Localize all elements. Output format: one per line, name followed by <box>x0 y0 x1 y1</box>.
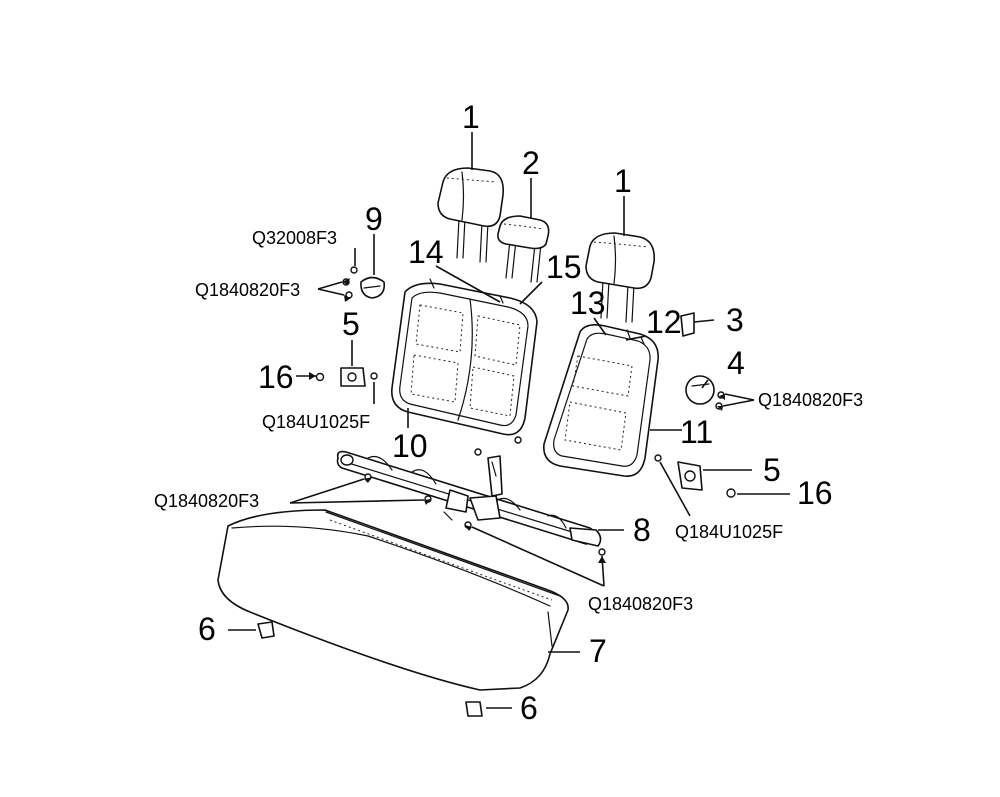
label-cushion: 7 <box>589 633 607 669</box>
label-part-3: 3 <box>726 302 744 338</box>
cover-9[interactable] <box>360 276 386 299</box>
part-3[interactable] <box>680 312 695 337</box>
bolt-u-left[interactable] <box>370 372 378 380</box>
label-part-15: 15 <box>546 249 582 285</box>
label-part-4: 4 <box>727 345 745 381</box>
label-bracket-right: 5 <box>763 452 781 488</box>
code-bolt-frame-bottom: Q1840820F3 <box>588 594 693 614</box>
screw-top[interactable] <box>350 266 358 274</box>
label-bracket-left: 5 <box>342 306 360 342</box>
label-headrest-center: 2 <box>522 145 540 181</box>
clip-left[interactable] <box>257 621 275 639</box>
label-part-12: 12 <box>646 304 682 340</box>
label-clip-left: 6 <box>198 611 216 647</box>
bracket-left[interactable] <box>340 367 366 387</box>
backrest-left[interactable] <box>391 278 538 436</box>
backrest-right[interactable] <box>543 324 659 477</box>
seat-frame-bar[interactable] <box>336 450 602 547</box>
nut-left[interactable] <box>315 372 325 382</box>
leader-arrowheads <box>309 278 725 563</box>
code-bolt-left-top: Q1840820F3 <box>195 280 300 300</box>
code-bolt-u-right: Q184U1025F <box>675 522 783 542</box>
code-bolt-right: Q1840820F3 <box>758 390 863 410</box>
leader-lines <box>228 132 790 709</box>
code-bolt-frame-left: Q1840820F3 <box>154 491 259 511</box>
label-nut-right: 16 <box>797 475 833 511</box>
headrest-right[interactable] <box>585 232 656 323</box>
bolt-u-right[interactable] <box>654 454 662 462</box>
label-backrest-right: 11 <box>680 414 713 450</box>
part-4[interactable] <box>685 375 715 405</box>
clip-bottom[interactable] <box>465 701 483 717</box>
label-part-13: 13 <box>570 285 606 321</box>
code-screw-top: Q32008F3 <box>252 228 337 248</box>
label-headrest-right: 1 <box>614 163 632 199</box>
label-part-14: 14 <box>408 234 444 270</box>
label-nut-left: 16 <box>258 359 294 395</box>
part-number-labels: 1 2 1 3 4 5 5 6 6 7 8 9 10 11 12 13 14 1… <box>198 99 833 726</box>
label-cover-9: 9 <box>365 201 383 237</box>
label-backrest-left: 10 <box>392 428 428 464</box>
label-headrest-left: 1 <box>462 99 480 135</box>
seat-cushion[interactable] <box>217 509 569 691</box>
nut-right[interactable] <box>726 488 736 498</box>
label-frame: 8 <box>633 512 651 548</box>
headrest-center[interactable] <box>497 215 550 283</box>
headrest-left[interactable] <box>437 167 505 263</box>
part-code-labels: Q32008F3 Q1840820F3 Q1840820F3 Q1840820F… <box>154 228 863 614</box>
bracket-right[interactable] <box>677 461 703 491</box>
label-clip-bottom: 6 <box>520 690 538 726</box>
code-bolt-u-left: Q184U1025F <box>262 412 370 432</box>
